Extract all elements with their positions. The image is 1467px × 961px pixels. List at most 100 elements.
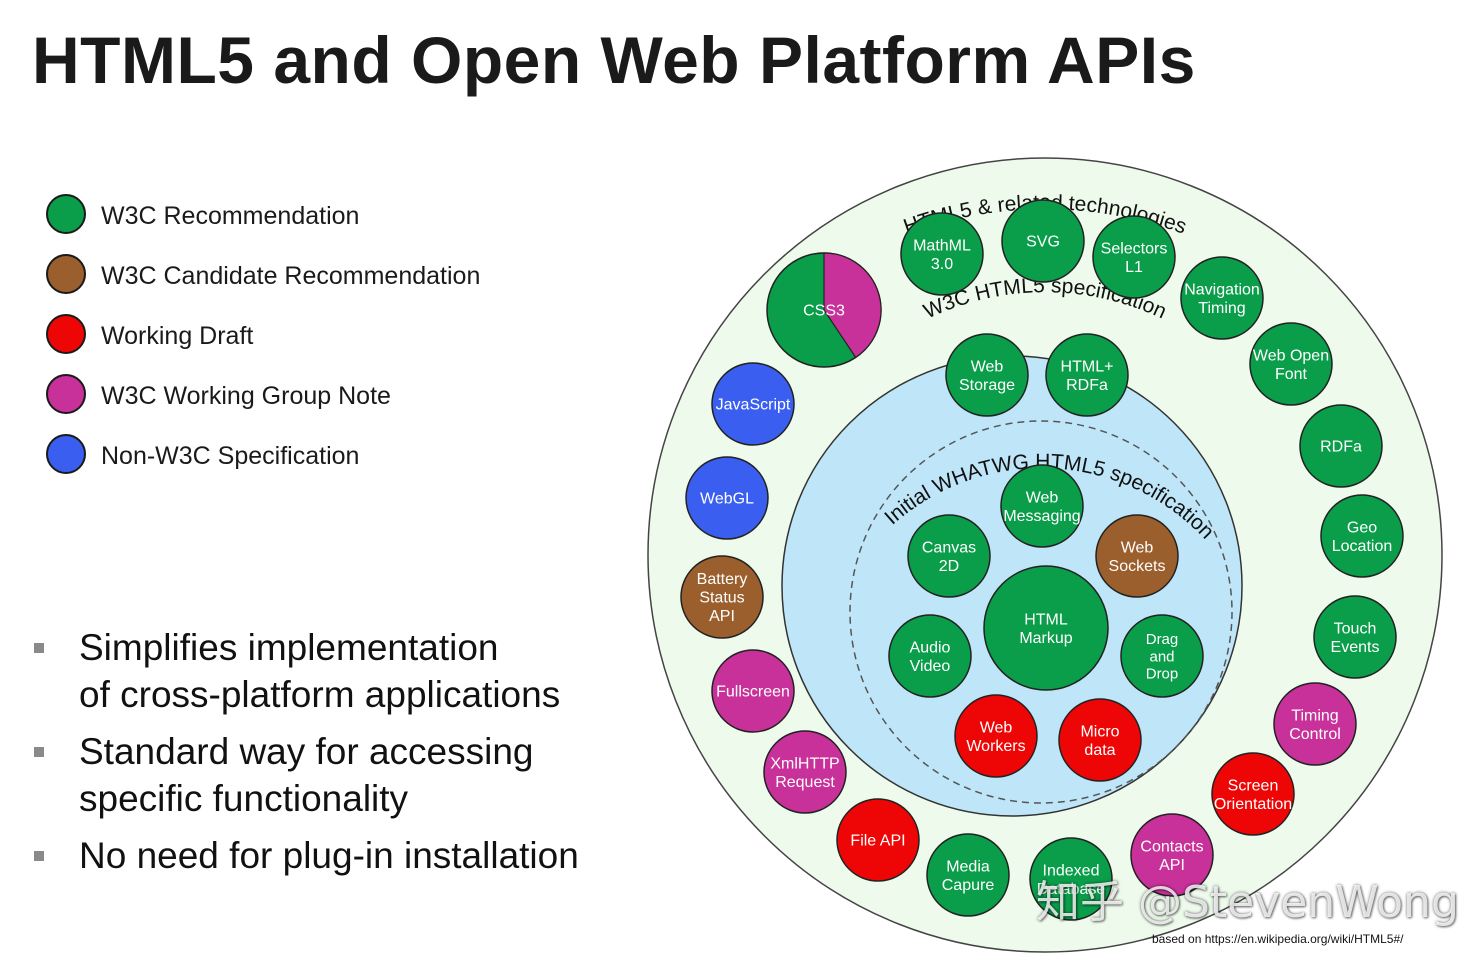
node-rdfa: RDFa: [1299, 404, 1383, 488]
node-html-rdfa: HTML+ RDFa: [1045, 333, 1129, 417]
node-circle: [763, 730, 847, 814]
legend-label: Working Draft: [101, 322, 254, 350]
node-circle: [888, 614, 972, 698]
node-circle: [1000, 464, 1084, 548]
node-circle: [1249, 322, 1333, 406]
node-label-line: Markup: [1019, 630, 1072, 647]
node-label-line: API: [709, 608, 735, 625]
node-label-line: Drop: [1146, 666, 1179, 683]
node-label: File API: [850, 833, 905, 850]
node-label: Fullscreen: [716, 684, 790, 701]
node-label-line: Canvas: [922, 539, 976, 556]
bullet-marker: [34, 851, 44, 861]
node-label-line: WebGL: [700, 491, 754, 508]
node-circle: [1320, 494, 1404, 578]
node-label-line: RDFa: [1320, 439, 1362, 456]
node-label-line: 3.0: [931, 256, 953, 273]
legend-label: W3C Candidate Recommendation: [101, 262, 481, 290]
non-w3c-swatch: [46, 434, 86, 474]
node-fullscreen: Fullscreen: [711, 649, 795, 733]
node-label-line: HTML: [1024, 611, 1068, 628]
node-circle: [1211, 752, 1295, 836]
node-label-line: Location: [1332, 538, 1393, 555]
node-html-markup: HTML Markup: [983, 565, 1109, 691]
whatwg-boundary: [849, 420, 1233, 804]
node-label: HTML Markup: [1019, 611, 1072, 646]
node-circle: [711, 362, 795, 446]
node-label-line: RDFa: [1066, 377, 1108, 394]
page-title: HTML5 and Open Web Platform APIs: [32, 23, 1196, 97]
node-circle: [1058, 698, 1142, 782]
node-circle: [954, 694, 1038, 778]
node-label-line: Control: [1289, 726, 1341, 743]
node-label-line: Workers: [966, 738, 1025, 755]
node-circle: [945, 333, 1029, 417]
bullet-line: Simplifies implementation: [79, 627, 499, 668]
bullet-text: No need for plug-in installation: [79, 832, 579, 879]
bullet-item: Standard way for accessing specific func…: [32, 728, 579, 822]
node-css3: CSS3: [766, 252, 882, 368]
bullet-list: Simplifies implementation of cross-platf…: [32, 624, 579, 889]
node-label-line: Web: [980, 719, 1013, 736]
node-label-line: Contacts: [1140, 838, 1203, 855]
node-circle: [1130, 813, 1214, 897]
node-circle: [1120, 614, 1204, 698]
w3c-recommendation-swatch: [46, 194, 86, 234]
node-circle: [680, 555, 764, 639]
node-label: HTML+ RDFa: [1061, 358, 1114, 393]
source-note: based on https://en.wikipedia.org/wiki/H…: [1152, 932, 1404, 946]
legend-label: W3C Working Group Note: [101, 382, 391, 410]
node-label-line: Messaging: [1003, 508, 1080, 525]
bullet-marker: [34, 747, 44, 757]
node-label-line: Touch: [1334, 620, 1377, 637]
node-label-line: Timing: [1291, 707, 1338, 724]
node-circle: [685, 456, 769, 540]
node-circle: [1029, 837, 1113, 921]
node-label-line: JavaScript: [716, 397, 791, 414]
legend-label: W3C Recommendation: [101, 202, 360, 230]
node-circle: [1045, 333, 1129, 417]
node-circle: [907, 514, 991, 598]
node-circle: [711, 649, 795, 733]
node-label-line: Selectors: [1101, 240, 1168, 257]
candidate-recommendation-swatch: [46, 254, 86, 294]
node-label-line: HTML+: [1061, 358, 1114, 375]
node-circle: [1273, 682, 1357, 766]
node-label: JavaScript: [716, 397, 791, 414]
node-wedge: [823, 252, 882, 359]
node-label-line: Indexed: [1043, 862, 1100, 879]
node-circle: [983, 565, 1109, 691]
node-label-line: Fullscreen: [716, 684, 790, 701]
node-label-line: Drag: [1146, 631, 1179, 648]
legend-label: Non-W3C Specification: [101, 442, 360, 470]
node-webgl: WebGL: [685, 456, 769, 540]
node-label: RDFa: [1320, 439, 1362, 456]
